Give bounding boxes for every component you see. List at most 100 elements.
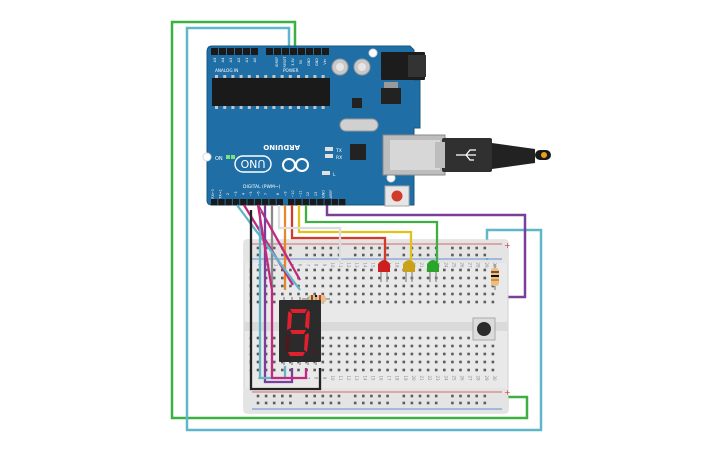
breadboard-hole[interactable] bbox=[491, 300, 495, 304]
breadboard-hole[interactable] bbox=[394, 284, 397, 288]
breadboard-hole[interactable] bbox=[256, 336, 260, 340]
wire-purple-display[interactable] bbox=[263, 205, 294, 384]
breadboard-hole[interactable] bbox=[402, 344, 406, 348]
breadboard-hole[interactable] bbox=[345, 336, 349, 340]
header-pin-digital[interactable] bbox=[225, 199, 232, 206]
breadboard-hole[interactable] bbox=[297, 284, 300, 288]
breadboard-hole[interactable] bbox=[451, 300, 454, 304]
breadboard-hole[interactable] bbox=[329, 268, 333, 272]
breadboard-hole[interactable] bbox=[394, 352, 397, 356]
breadboard-hole[interactable] bbox=[370, 284, 373, 288]
rail-hole[interactable] bbox=[272, 246, 276, 250]
header-pin-analog[interactable] bbox=[243, 48, 250, 55]
rail-hole[interactable] bbox=[402, 401, 406, 405]
breadboard-hole[interactable] bbox=[337, 336, 341, 340]
rail-hole[interactable] bbox=[353, 401, 357, 405]
breadboard-hole[interactable] bbox=[467, 368, 470, 372]
breadboard-hole[interactable] bbox=[467, 344, 470, 348]
breadboard-hole[interactable] bbox=[410, 336, 414, 340]
breadboard-hole[interactable] bbox=[321, 336, 325, 340]
rail-hole[interactable] bbox=[402, 394, 406, 398]
breadboard-hole[interactable] bbox=[353, 292, 357, 296]
breadboard-hole[interactable] bbox=[337, 344, 341, 348]
breadboard-hole[interactable] bbox=[483, 284, 487, 288]
breadboard-hole[interactable] bbox=[378, 276, 381, 280]
breadboard-hole[interactable] bbox=[313, 276, 316, 280]
breadboard-hole[interactable] bbox=[418, 292, 422, 296]
breadboard-hole[interactable] bbox=[410, 344, 414, 348]
breadboard-hole[interactable] bbox=[378, 368, 381, 372]
breadboard-hole[interactable] bbox=[345, 300, 349, 304]
breadboard-hole[interactable] bbox=[475, 360, 478, 364]
rail-hole[interactable] bbox=[410, 401, 414, 405]
rail-hole[interactable] bbox=[370, 253, 373, 257]
rail-hole[interactable] bbox=[418, 394, 422, 398]
breadboard-hole[interactable] bbox=[378, 352, 381, 356]
rail-hole[interactable] bbox=[321, 253, 325, 257]
breadboard-hole[interactable] bbox=[370, 360, 373, 364]
breadboard-hole[interactable] bbox=[394, 292, 397, 296]
breadboard-hole[interactable] bbox=[483, 300, 487, 304]
header-pin-digital[interactable] bbox=[218, 199, 225, 206]
header-pin-power[interactable] bbox=[266, 48, 273, 55]
header-pin-digital[interactable] bbox=[331, 199, 339, 206]
wire-white-display[interactable] bbox=[277, 205, 342, 264]
rail-hole[interactable] bbox=[353, 394, 357, 398]
breadboard-hole[interactable] bbox=[353, 352, 357, 356]
rail-hole[interactable] bbox=[459, 253, 462, 257]
breadboard-hole[interactable] bbox=[451, 284, 454, 288]
breadboard-hole[interactable] bbox=[321, 276, 325, 280]
rail-hole[interactable] bbox=[467, 394, 470, 398]
breadboard-hole[interactable] bbox=[459, 336, 462, 340]
breadboard-hole[interactable] bbox=[483, 344, 487, 348]
breadboard-hole[interactable] bbox=[418, 268, 422, 272]
breadboard-hole[interactable] bbox=[272, 292, 276, 296]
breadboard-hole[interactable] bbox=[410, 352, 414, 356]
rail-hole[interactable] bbox=[434, 401, 438, 405]
breadboard-hole[interactable] bbox=[329, 344, 333, 348]
breadboard-hole[interactable] bbox=[483, 368, 487, 372]
breadboard-hole[interactable] bbox=[370, 368, 373, 372]
breadboard-hole[interactable] bbox=[443, 268, 446, 272]
breadboard-hole[interactable] bbox=[402, 284, 406, 288]
breadboard-hole[interactable] bbox=[467, 360, 470, 364]
breadboard-hole[interactable] bbox=[443, 276, 446, 280]
header-pin-digital[interactable] bbox=[247, 199, 254, 206]
breadboard-hole[interactable] bbox=[451, 368, 454, 372]
breadboard-hole[interactable] bbox=[386, 292, 389, 296]
rail-hole[interactable] bbox=[362, 246, 365, 250]
header-pin-power[interactable] bbox=[314, 48, 321, 55]
breadboard-hole[interactable] bbox=[378, 336, 381, 340]
breadboard-hole[interactable] bbox=[297, 292, 300, 296]
rail-hole[interactable] bbox=[451, 394, 454, 398]
breadboard-hole[interactable] bbox=[402, 276, 406, 280]
breadboard-hole[interactable] bbox=[483, 352, 487, 356]
breadboard-hole[interactable] bbox=[434, 292, 438, 296]
breadboard-hole[interactable] bbox=[475, 268, 478, 272]
rail-hole[interactable] bbox=[426, 246, 430, 250]
rail-hole[interactable] bbox=[378, 394, 381, 398]
breadboard-hole[interactable] bbox=[321, 268, 325, 272]
breadboard-hole[interactable] bbox=[451, 344, 454, 348]
breadboard-hole[interactable] bbox=[475, 352, 478, 356]
breadboard-hole[interactable] bbox=[337, 300, 341, 304]
breadboard-hole[interactable] bbox=[434, 352, 438, 356]
rail-hole[interactable] bbox=[459, 394, 462, 398]
breadboard-hole[interactable] bbox=[321, 284, 325, 288]
breadboard-hole[interactable] bbox=[370, 292, 373, 296]
breadboard-hole[interactable] bbox=[451, 268, 454, 272]
wire-green-top-loop[interactable] bbox=[170, 20, 529, 420]
rail-hole[interactable] bbox=[402, 246, 406, 250]
breadboard-hole[interactable] bbox=[329, 292, 333, 296]
breadboard-hole[interactable] bbox=[483, 276, 487, 280]
breadboard-hole[interactable] bbox=[370, 344, 373, 348]
rail-hole[interactable] bbox=[321, 401, 325, 405]
breadboard-hole[interactable] bbox=[459, 368, 462, 372]
breadboard-hole[interactable] bbox=[418, 284, 422, 288]
rail-hole[interactable] bbox=[370, 394, 373, 398]
breadboard-hole[interactable] bbox=[272, 336, 276, 340]
rail-hole[interactable] bbox=[305, 246, 308, 250]
breadboard-hole[interactable] bbox=[353, 344, 357, 348]
breadboard-hole[interactable] bbox=[321, 360, 325, 364]
